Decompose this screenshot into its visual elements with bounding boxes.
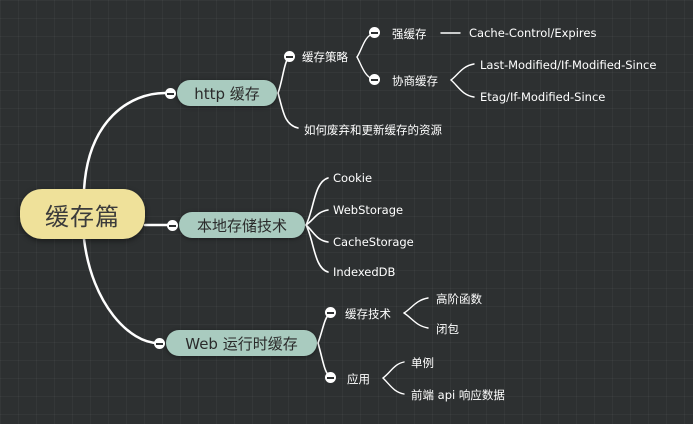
node-cache-control-expires[interactable]: Cache-Control/Expires bbox=[469, 26, 597, 40]
connector-root-runtime bbox=[82, 237, 160, 345]
node-cache-tech[interactable]: 缓存技术 bbox=[345, 307, 391, 321]
collapse-toggle-runtime[interactable] bbox=[154, 338, 165, 349]
branch-local-label: 本地存储技术 bbox=[196, 216, 287, 235]
node-cache-strategy[interactable]: 缓存策略 bbox=[302, 50, 348, 64]
connector-local-indexeddb bbox=[305, 224, 329, 273]
connector-local-webstorage bbox=[305, 209, 329, 226]
connector-negotiate-etag bbox=[450, 79, 475, 98]
node-closure[interactable]: 闭包 bbox=[436, 322, 459, 336]
connector-local-cookie bbox=[305, 177, 329, 226]
node-etag[interactable]: Etag/If-Modified-Since bbox=[480, 90, 606, 104]
node-application[interactable]: 应用 bbox=[347, 372, 370, 386]
node-strong-cache[interactable]: 强缓存 bbox=[392, 27, 427, 41]
connector-http-update bbox=[277, 92, 299, 129]
node-cachestorage[interactable]: CacheStorage bbox=[333, 235, 414, 249]
root-node[interactable]: 缓存篇 bbox=[20, 189, 145, 239]
connector-tech-closure bbox=[403, 312, 429, 329]
branch-local-storage[interactable]: 本地存储技术 bbox=[179, 212, 305, 238]
branch-http-cache[interactable]: http 缓存 bbox=[177, 80, 277, 106]
connector-apply-singleton bbox=[382, 361, 405, 379]
node-higher-order-function[interactable]: 高阶函数 bbox=[436, 292, 482, 306]
collapse-toggle-tech[interactable] bbox=[325, 307, 336, 318]
collapse-toggle-apply[interactable] bbox=[325, 372, 336, 383]
node-cookie[interactable]: Cookie bbox=[333, 171, 373, 185]
collapse-toggle-strategy[interactable] bbox=[284, 51, 295, 62]
collapse-toggle-negotiate[interactable] bbox=[369, 74, 380, 85]
connector-local-cachestorage bbox=[305, 224, 329, 243]
connector-negotiate-lastmod bbox=[450, 63, 475, 81]
collapse-toggle-local[interactable] bbox=[167, 220, 178, 231]
node-negotiate-cache[interactable]: 协商缓存 bbox=[392, 74, 438, 88]
branch-web-runtime-cache[interactable]: Web 运行时缓存 bbox=[166, 330, 317, 356]
collapse-toggle-strong[interactable] bbox=[369, 27, 380, 38]
connector-root-http bbox=[82, 91, 167, 192]
node-indexeddb[interactable]: IndexedDB bbox=[333, 265, 396, 279]
connector-apply-api bbox=[382, 377, 405, 395]
connector-tech-hof bbox=[403, 297, 429, 314]
node-webstorage[interactable]: WebStorage bbox=[333, 203, 404, 217]
branch-runtime-label: Web 运行时缓存 bbox=[185, 334, 298, 353]
collapse-toggle-http[interactable] bbox=[165, 88, 176, 99]
branch-http-label: http 缓存 bbox=[194, 84, 260, 103]
node-singleton[interactable]: 单例 bbox=[411, 356, 434, 370]
root-label: 缓存篇 bbox=[45, 202, 120, 231]
node-last-modified[interactable]: Last-Modified/If-Modified-Since bbox=[480, 58, 657, 72]
node-update-resources[interactable]: 如何废弃和更新缓存的资源 bbox=[304, 123, 442, 137]
node-frontend-api-response[interactable]: 前端 api 响应数据 bbox=[411, 388, 505, 402]
